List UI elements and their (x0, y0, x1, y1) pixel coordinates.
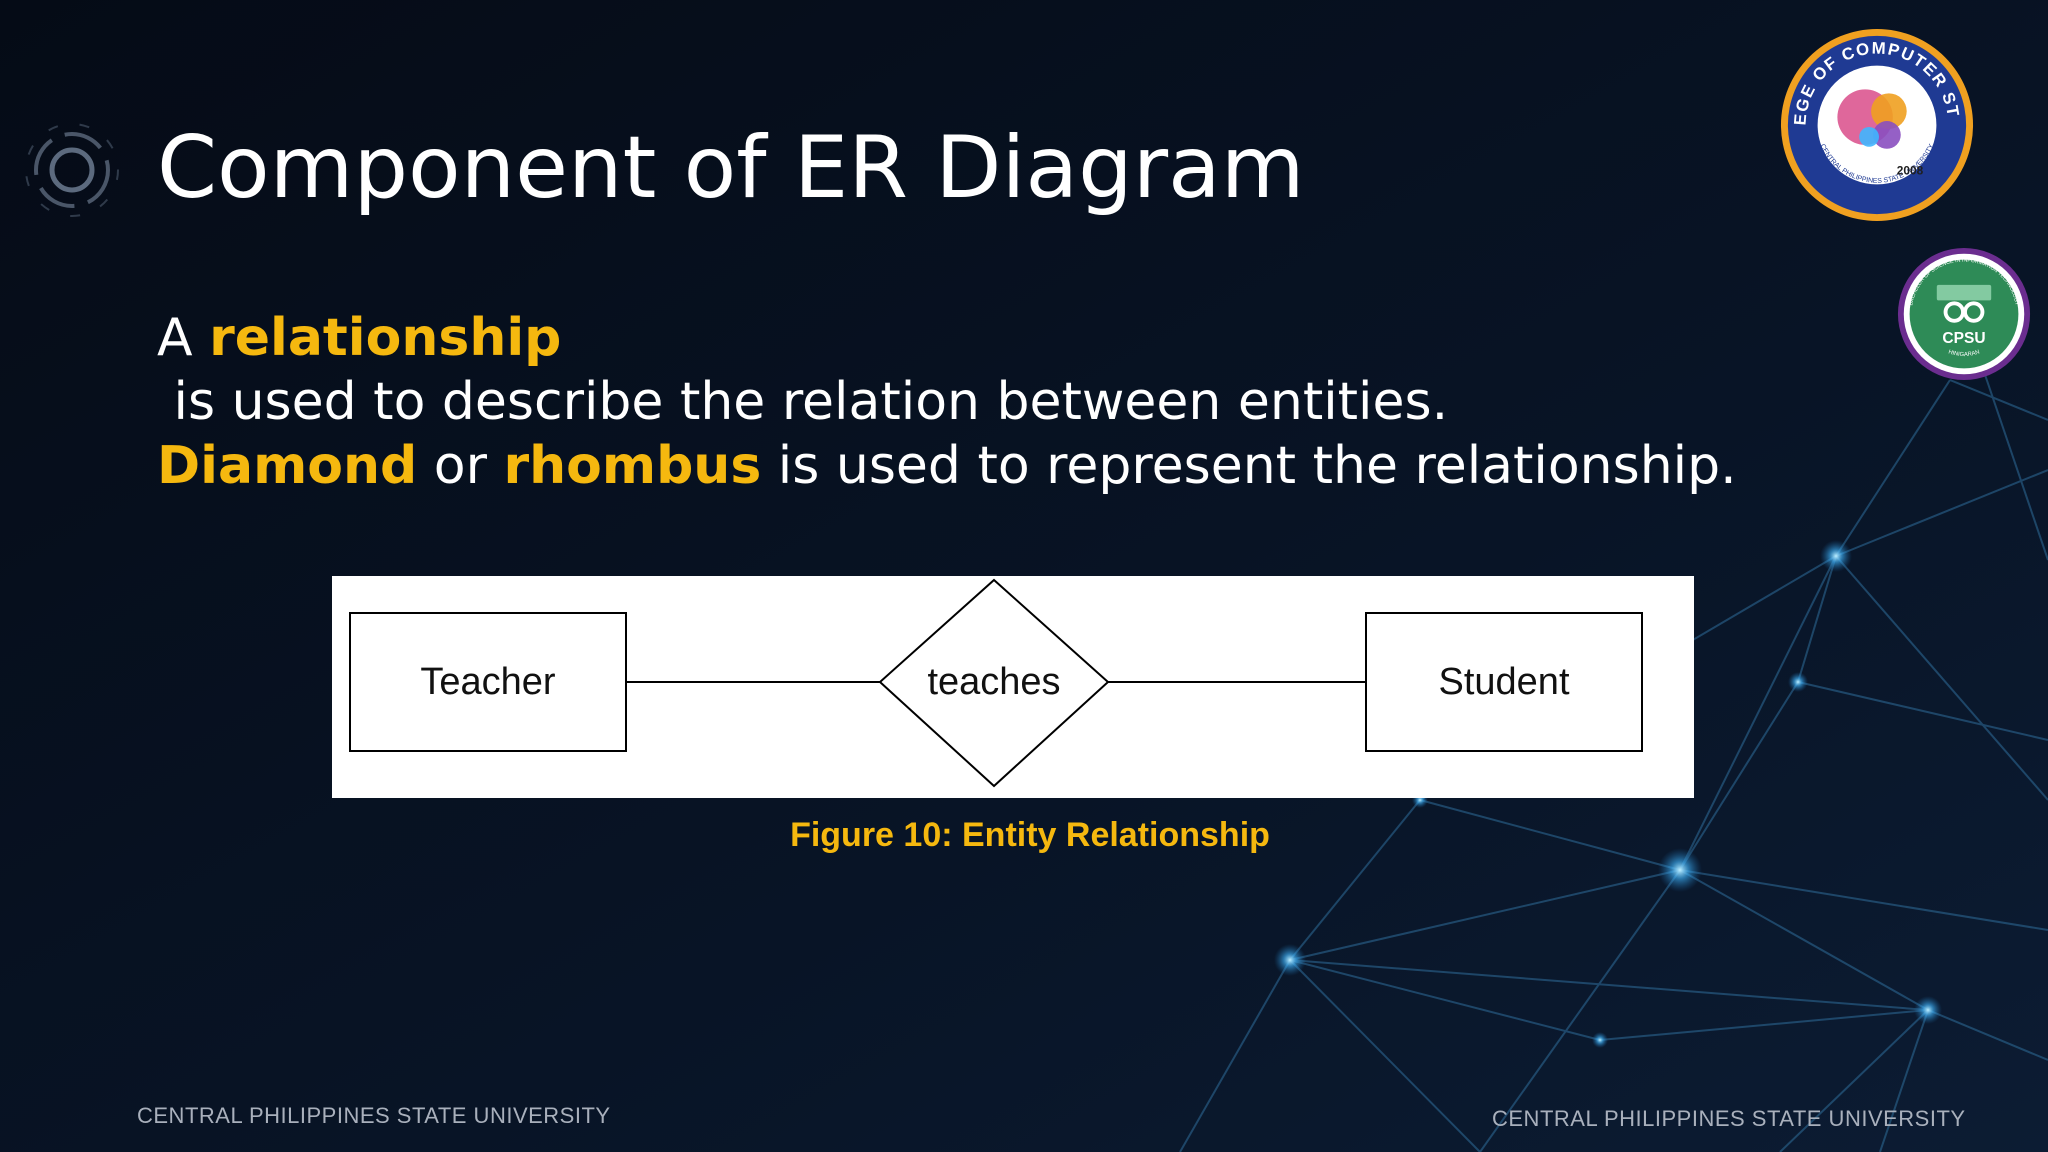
entity-teacher-box (349, 612, 627, 752)
highlight-relationship: relationship (209, 308, 562, 368)
slide-title: Component of ER Diagram (157, 118, 1305, 218)
svg-text:HINIGARAN: HINIGARAN (1948, 349, 1981, 358)
er-diagram-figure: Teacher teaches Student (332, 576, 1694, 798)
line1-prefix: A (157, 308, 210, 368)
line2-suffix: is used to represent the relationship. (761, 436, 1737, 496)
ring-icon (25, 123, 119, 217)
entity-teacher-label: Teacher (420, 661, 556, 703)
slide-paragraph: A relationship is used to describe the r… (157, 306, 1807, 498)
footer-left-text: CENTRAL PHILIPPINES STATE UNIVERSITY (137, 1103, 611, 1128)
entity-student-label: Student (1439, 661, 1570, 703)
er-diagram: Teacher teaches Student (349, 578, 1643, 788)
college-seal-logo: COLLEGE OF COMPUTER STUDIES CENTRAL PHIL… (1778, 26, 1974, 222)
entity-student-box (1365, 612, 1643, 752)
line1-suffix: is used to describe the relation between… (157, 372, 1449, 432)
program-seal-bottom-text: HINIGARAN (1948, 349, 1981, 358)
college-seal-year: 2008 (1897, 164, 1924, 178)
relationship-diamond (878, 578, 1110, 788)
relationship-teaches-label: teaches (927, 661, 1060, 703)
line2-mid: or (417, 436, 504, 496)
program-seal-center-text: CPSU (1942, 330, 1985, 347)
highlight-diamond: Diamond (157, 436, 418, 496)
paragraph-line-2: Diamond or rhombus is used to represent … (157, 434, 1807, 498)
paragraph-line-1: A relationship is used to describe the r… (157, 306, 1807, 434)
footer-right-text: CENTRAL PHILIPPINES STATE UNIVERSITY (1492, 1106, 1966, 1131)
highlight-rhombus: rhombus (503, 436, 762, 496)
figure-caption: Figure 10: Entity Relationship (790, 816, 1270, 854)
program-seal-logo: BACHELOR OF SCIENCE IN INFORMATION TECHN… (1897, 247, 2031, 381)
